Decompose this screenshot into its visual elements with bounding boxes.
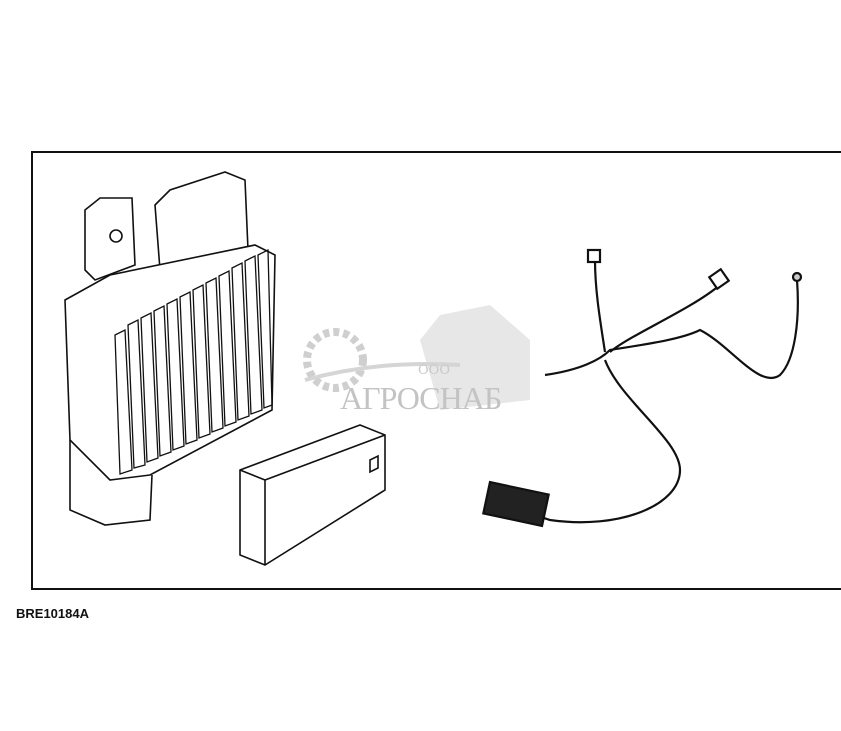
figure-caption: BRE10184A [16, 606, 89, 621]
watermark-logo: ООО АГРОСНАБ [300, 300, 550, 430]
control-module [64, 171, 276, 526]
watermark-name: АГРОСНАБ [340, 380, 502, 416]
figure-frame [31, 151, 841, 590]
watermark-prefix: ООО [418, 363, 450, 378]
module-cover [239, 424, 386, 566]
wiring-harness [482, 248, 803, 528]
